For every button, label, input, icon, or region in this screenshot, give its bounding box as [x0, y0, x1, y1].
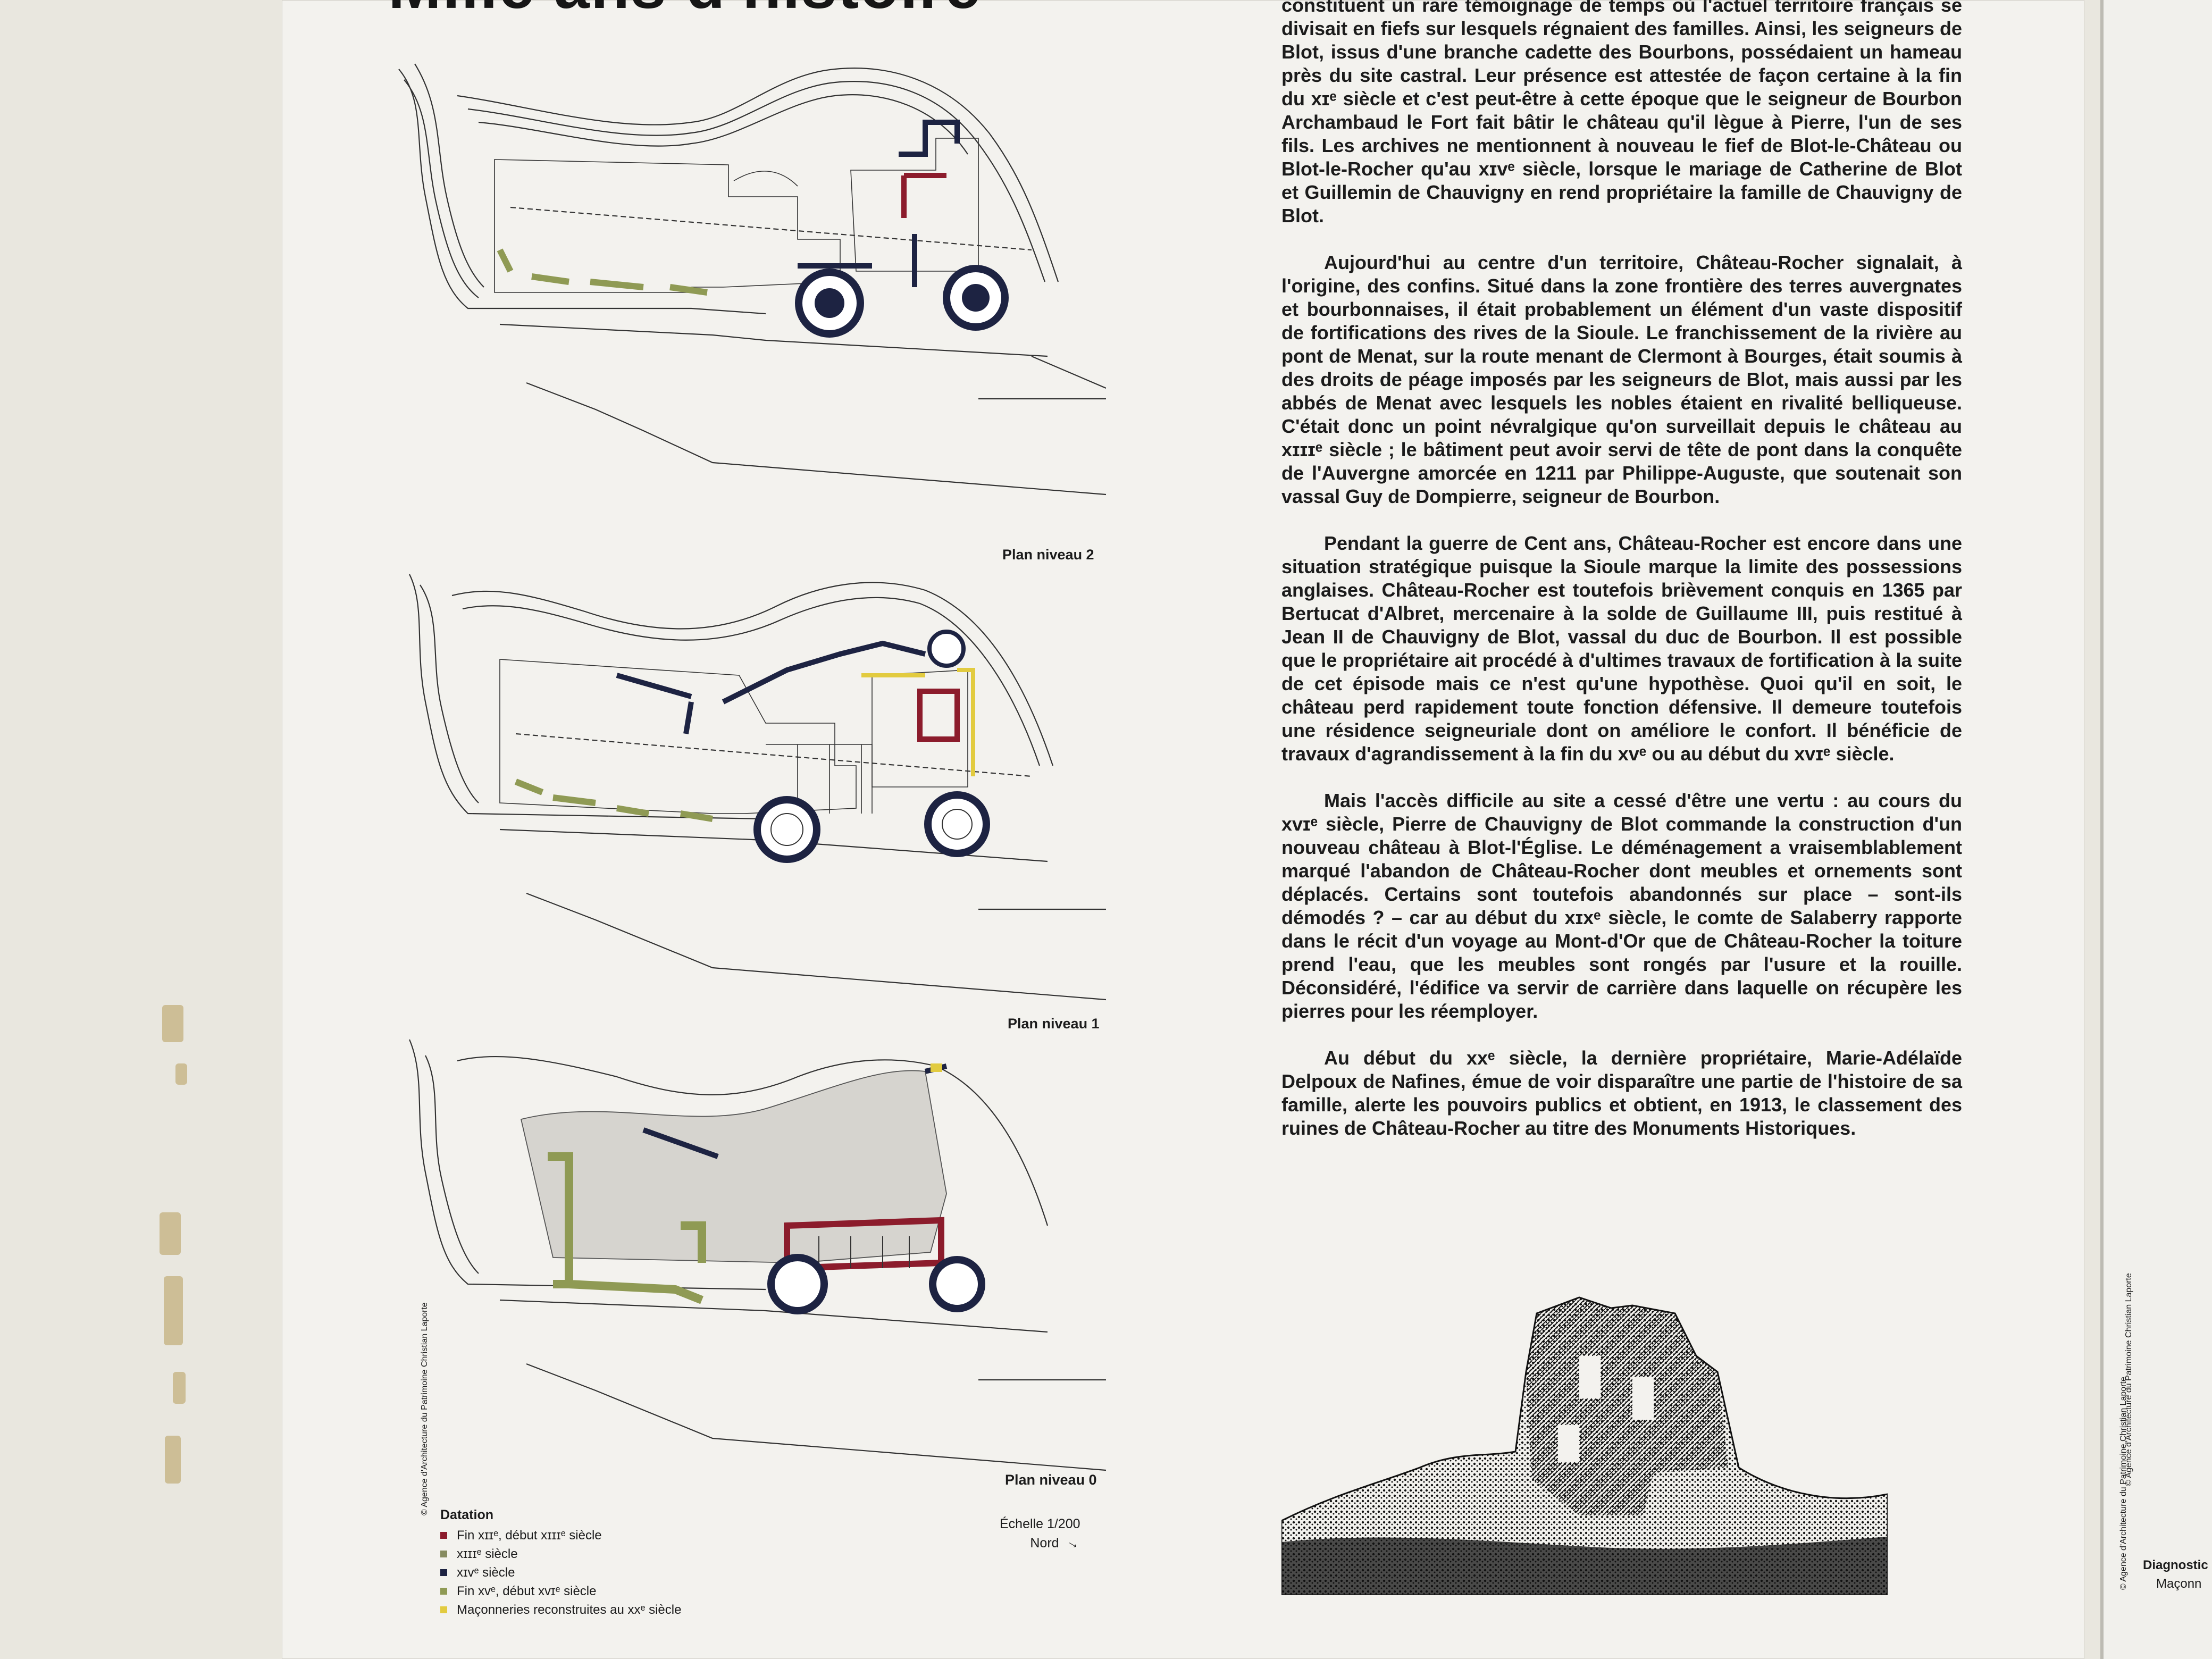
paragraph: Au début du xxᵉ siècle, la dernière prop… — [1281, 1047, 1962, 1139]
information-panel — [282, 0, 2084, 1659]
scale-text: Échelle 1/200 — [1000, 1516, 1080, 1531]
legend-item: Fin xᴠᵉ, début xᴠɪᵉ siècle — [440, 1582, 681, 1601]
north-label: Nord — [1030, 1536, 1059, 1551]
legend-item: xɪɪɪᵉ siècle — [440, 1545, 681, 1563]
paragraph: Aujourd'hui au centre d'un territoire, C… — [1281, 252, 1962, 507]
floor-plan-drawing — [409, 574, 1106, 1001]
adjacent-panel — [2100, 0, 2212, 1659]
adjacent-panel-label: Diagnostic — [2143, 1558, 2208, 1572]
legend-label: Fin xᴠᵉ, début xᴠɪᵉ siècle — [457, 1583, 597, 1598]
legend-item: xɪᴠᵉ siècle — [440, 1563, 681, 1582]
castle-ruins-engraving — [1280, 1292, 1889, 1596]
legend-label: xɪᴠᵉ siècle — [457, 1565, 515, 1580]
legend-swatch — [440, 1569, 447, 1576]
credit-line: © Agence d'Architecture du Patrimoine Ch… — [420, 1302, 429, 1515]
floor-plan-drawing — [408, 1039, 1106, 1471]
legend-item: Fin xɪɪᵉ, début xɪɪɪᵉ siècle — [440, 1526, 681, 1545]
legend-item: Maçonneries reconstruites au xxᵉ siècle — [440, 1601, 681, 1619]
castle-ruins-drawing — [1280, 1296, 1889, 1596]
legend-label: xɪɪɪᵉ siècle — [457, 1546, 518, 1561]
floor-plan-level-2 — [393, 58, 1106, 516]
paragraph: Pendant la guerre de Cent ans, Château-R… — [1281, 532, 1962, 765]
legend-label: Maçonneries reconstruites au xxᵉ siècle — [457, 1602, 682, 1617]
wall-stain — [162, 1005, 183, 1042]
page-heading: Mille ans d'histoire — [388, 0, 981, 23]
wall-stain — [160, 1212, 181, 1255]
floor-plan-level-1 — [393, 564, 1106, 1021]
north-indicator: Nord → — [1000, 1534, 1083, 1553]
scale-indicator: Échelle 1/200 Nord → — [1000, 1514, 1083, 1553]
wall-stain — [164, 1276, 183, 1345]
wall-stain — [165, 1436, 181, 1484]
history-text: constituent un rare témoignage de temps … — [1281, 0, 1962, 1163]
legend-swatch — [440, 1588, 447, 1595]
legend-swatch — [440, 1532, 447, 1539]
legend-swatch — [440, 1606, 447, 1613]
plan-label: Plan niveau 1 — [1008, 1016, 1100, 1032]
plan-label: Plan niveau 0 — [1005, 1472, 1097, 1488]
legend-swatch — [440, 1551, 447, 1557]
legend-label: Fin xɪɪᵉ, début xɪɪɪᵉ siècle — [457, 1528, 602, 1543]
plan-label: Plan niveau 2 — [1002, 547, 1094, 563]
wall-stain — [173, 1372, 186, 1404]
legend: Datation Fin xɪɪᵉ, début xɪɪɪᵉ siècle xɪ… — [440, 1507, 681, 1619]
floor-plan-level-0 — [393, 1034, 1106, 1492]
floor-plan-drawing — [398, 63, 1106, 496]
adjacent-credit-line: © Agence d'Architecture du Patrimoine Ch… — [2119, 1377, 2128, 1590]
legend-title: Datation — [440, 1507, 493, 1522]
paragraph: Mais l'accès difficile au site a cessé d… — [1281, 790, 1962, 1022]
wall-stain — [175, 1063, 187, 1085]
adjacent-panel-sublabel: Maçonn — [2156, 1577, 2202, 1591]
paragraph: constituent un rare témoignage de temps … — [1281, 0, 1962, 227]
